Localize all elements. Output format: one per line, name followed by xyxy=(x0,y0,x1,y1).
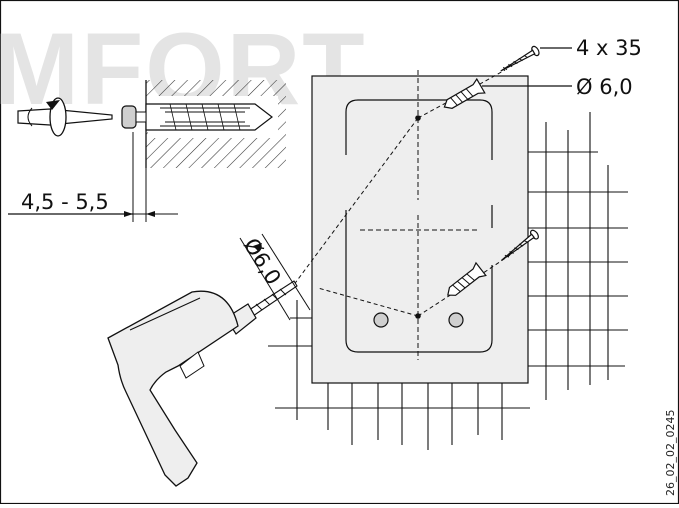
template-top-outline xyxy=(345,99,493,160)
screw-head xyxy=(121,105,137,129)
wall-section-detail xyxy=(8,80,286,222)
wall-grid xyxy=(268,112,628,450)
template-center-lines xyxy=(360,70,478,360)
screw-spec-label: 4 x 35 xyxy=(576,36,642,60)
drill-diameter-dimension xyxy=(239,233,311,321)
figure-code: 26_02_02_0245 xyxy=(664,410,677,497)
mounting-template xyxy=(311,70,529,384)
left-round-hole xyxy=(373,312,389,328)
template-bottom-outline xyxy=(345,210,493,353)
dowel-in-wall xyxy=(145,103,273,131)
lower-dowel xyxy=(447,261,487,296)
right-round-hole xyxy=(448,312,464,328)
lower-screw xyxy=(500,229,539,261)
dowel-diameter-label: Ø 6,0 xyxy=(576,75,633,99)
drill-diameter-label: Ø6,0 xyxy=(239,234,286,289)
upper-dowel xyxy=(443,77,486,109)
upper-screw xyxy=(500,45,540,72)
drill-icon xyxy=(107,280,298,487)
screw-depth-label: 4,5 - 5,5 xyxy=(21,190,109,214)
